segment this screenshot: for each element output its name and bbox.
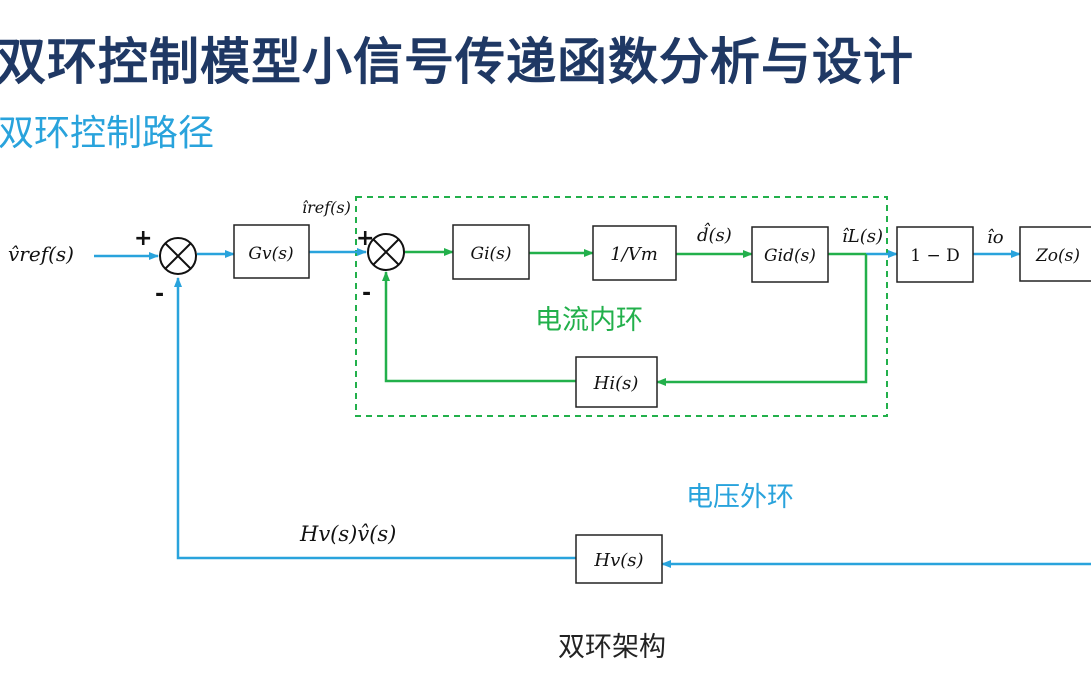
- signal-il-label: îL(s): [842, 226, 883, 247]
- block-hi: Hi(s): [575, 356, 658, 408]
- summing-junction-outer: [159, 237, 197, 275]
- block-zo: Zo(s): [1019, 226, 1091, 282]
- wire-hi-to-summer2: [382, 271, 576, 383]
- signal-vref-label: v̂ref(s): [8, 242, 74, 266]
- block-gid-label: Gid(s): [764, 246, 816, 266]
- block-gid: Gid(s): [751, 226, 829, 283]
- block-vm-label: 1/Vm: [610, 244, 658, 265]
- signal-feedback-label: Hv(s)v̂(s): [299, 522, 396, 546]
- block-hv-label: Hv(s): [593, 550, 643, 571]
- block-zo-label: Zo(s): [1035, 246, 1080, 266]
- signal-iref-label: îref(s): [302, 198, 351, 217]
- block-gv-label: Gv(s): [248, 244, 293, 264]
- slide-title: 双环控制模型小信号传递函数分析与设计: [0, 33, 914, 91]
- summer-outer-minus-sign: -: [155, 282, 164, 307]
- summer-outer-plus-sign: +: [134, 226, 152, 251]
- outer-loop-label: 电压外环: [686, 482, 794, 513]
- figure-caption: 双环架构: [558, 632, 666, 663]
- signal-io-label: îo: [987, 227, 1004, 248]
- block-gi-label: Gi(s): [470, 244, 511, 264]
- block-gv: Gv(s): [233, 224, 310, 279]
- summer-inner-minus-sign: -: [362, 281, 371, 306]
- wire-il-to-hi: [656, 254, 868, 386]
- block-gi: Gi(s): [452, 224, 530, 280]
- block-vm: 1/Vm: [592, 225, 677, 281]
- inner-loop-label: 电流内环: [535, 305, 643, 336]
- inner-loop-boundary: [355, 196, 888, 417]
- summer-inner-plus-sign: +: [356, 226, 374, 251]
- summing-junction-inner: [367, 233, 405, 271]
- block-one-minus-d: 1 − D: [896, 226, 974, 283]
- block-hv: Hv(s): [575, 534, 663, 584]
- block-hi-label: Hi(s): [593, 373, 639, 394]
- signal-d-label: d̂(s): [697, 221, 732, 246]
- slide-subtitle: 双环控制路径: [0, 113, 215, 154]
- wire-hv-to-summer1: [174, 277, 576, 560]
- block-one-minus-d-label: 1 − D: [910, 246, 960, 266]
